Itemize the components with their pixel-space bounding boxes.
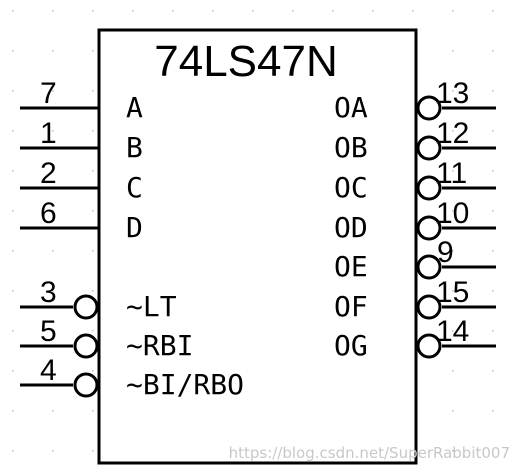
pin-number: 10 <box>436 197 469 230</box>
pin-label: OF <box>334 290 368 323</box>
pin-number: 15 <box>436 276 469 309</box>
pin-label: OE <box>334 250 368 283</box>
pin-number: 9 <box>437 236 454 269</box>
inversion-bubble <box>416 175 442 201</box>
right-pin[interactable]: 14 OG <box>334 315 496 362</box>
chip-title: 74LS47N <box>154 37 337 86</box>
left-pin[interactable]: 4 ~BI/RBO <box>20 354 244 401</box>
pin-number: 1 <box>40 117 57 150</box>
pin-number: 7 <box>40 77 57 110</box>
watermark-text: https://blog.csdn.net/SuperRabbit007 <box>229 444 510 462</box>
inversion-bubble <box>416 95 442 121</box>
inversion-bubble <box>73 372 99 398</box>
right-pin[interactable]: 15 OF <box>334 276 496 323</box>
left-pin[interactable]: 7 A <box>20 77 143 124</box>
pin-label: C <box>126 171 143 204</box>
pin-label: ~RBI <box>126 329 193 362</box>
left-pin[interactable]: 5 ~RBI <box>20 315 193 362</box>
pin-label: OC <box>334 171 368 204</box>
pin-label: OB <box>334 131 368 164</box>
chip-body[interactable] <box>97 28 418 465</box>
pin-label: D <box>126 211 143 244</box>
inversion-bubble <box>416 215 442 241</box>
right-pin[interactable]: 11 OC <box>334 157 496 204</box>
right-pin[interactable]: 12 OB <box>334 117 496 164</box>
pin-label: OG <box>334 329 368 362</box>
right-pin[interactable]: 10 OD <box>334 197 496 244</box>
inversion-bubble <box>73 294 99 320</box>
right-pin[interactable]: 13 OA <box>334 77 496 124</box>
pin-label: OD <box>334 211 368 244</box>
pin-number: 12 <box>436 117 469 150</box>
inversion-bubble <box>416 294 442 320</box>
pin-number: 14 <box>436 315 469 348</box>
pin-number: 13 <box>436 77 469 110</box>
pin-label: OA <box>334 91 368 124</box>
inversion-bubble <box>416 135 442 161</box>
pin-label: ~BI/RBO <box>126 368 244 401</box>
left-pin[interactable]: 1 B <box>20 117 143 164</box>
left-pin[interactable]: 6 D <box>20 197 143 244</box>
pin-number: 4 <box>40 354 57 387</box>
left-pin[interactable]: 2 C <box>20 157 143 204</box>
left-pin[interactable]: 3 ~LT <box>20 276 177 323</box>
pin-number: 11 <box>436 157 467 190</box>
pin-label: ~LT <box>126 290 177 323</box>
right-pin[interactable]: 9 OE <box>334 236 496 283</box>
inversion-bubble <box>73 333 99 359</box>
pin-label: B <box>126 131 143 164</box>
pin-label: A <box>126 91 143 124</box>
pin-number: 6 <box>40 197 57 230</box>
pin-number: 2 <box>40 157 57 190</box>
pin-number: 3 <box>40 276 57 309</box>
inversion-bubble <box>416 254 442 280</box>
pin-number: 5 <box>40 315 57 348</box>
inversion-bubble <box>416 333 442 359</box>
